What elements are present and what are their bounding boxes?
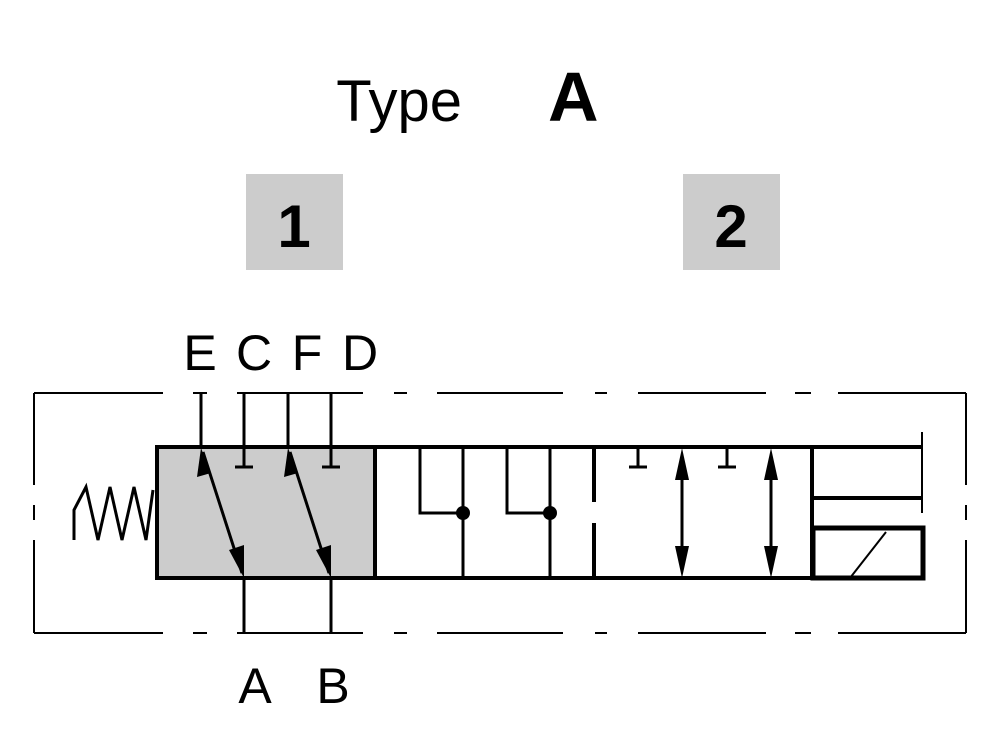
port-label-b: B xyxy=(316,658,349,714)
spring-icon xyxy=(72,482,155,541)
port-label-a: A xyxy=(238,658,272,714)
position-1-envelope xyxy=(155,445,377,580)
arrowheads xyxy=(197,448,331,578)
position-2-badge xyxy=(683,174,780,270)
position-2-label: 2 xyxy=(714,193,747,260)
position-1-badge xyxy=(246,174,343,270)
port-label-e: E xyxy=(183,325,216,381)
port-label-d: D xyxy=(342,325,378,381)
position-1-label: 1 xyxy=(277,193,310,260)
port-label-c: C xyxy=(236,325,272,381)
title-type-letter: A xyxy=(548,58,599,136)
enclosure-outline xyxy=(33,392,967,634)
port-label-f: F xyxy=(292,325,323,381)
position-2-markers xyxy=(456,448,778,578)
title-prefix: Type xyxy=(336,69,462,134)
solenoid-icon xyxy=(810,432,926,581)
